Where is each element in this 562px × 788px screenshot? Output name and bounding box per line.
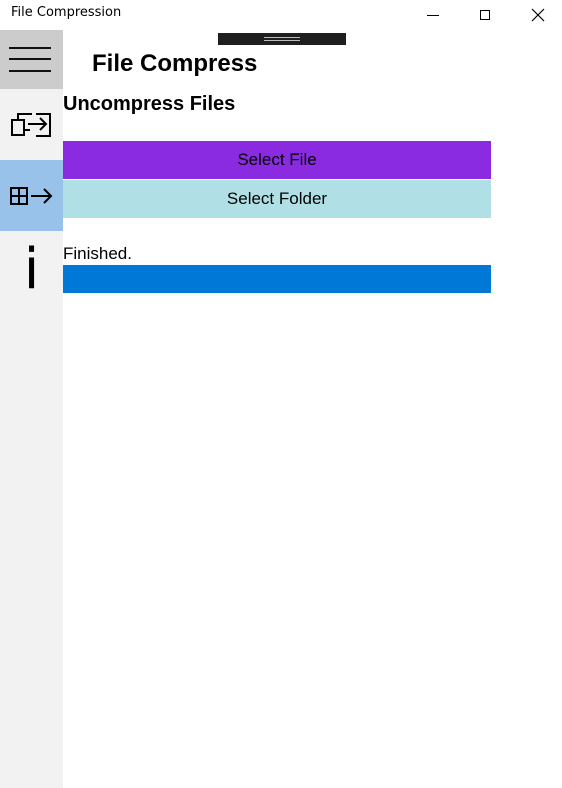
- minimize-button[interactable]: [408, 0, 458, 30]
- menu-icon-line: [9, 70, 51, 72]
- sidebar-item-info[interactable]: i: [0, 231, 63, 302]
- maximize-button[interactable]: [460, 0, 510, 30]
- grip-icon: [264, 37, 300, 38]
- hamburger-menu-button[interactable]: [0, 30, 63, 89]
- sidebar-item-uncompress[interactable]: [0, 160, 63, 231]
- maximize-icon: [480, 10, 490, 20]
- sidebar: i: [0, 30, 63, 788]
- status-text: Finished.: [63, 244, 132, 263]
- window-title: File Compression: [11, 5, 122, 20]
- select-file-button[interactable]: Select File: [63, 141, 491, 179]
- info-icon: i: [23, 236, 40, 302]
- sidebar-item-compress[interactable]: [0, 89, 63, 160]
- progress-bar: [63, 265, 491, 293]
- drag-handle[interactable]: [218, 33, 346, 45]
- title-bar[interactable]: File Compression: [0, 0, 562, 30]
- select-folder-button[interactable]: Select Folder: [63, 180, 491, 218]
- progress-fill: [63, 265, 491, 293]
- compress-icon: [10, 112, 51, 137]
- close-button[interactable]: [513, 0, 562, 30]
- menu-icon-line: [9, 58, 51, 60]
- grip-icon-line: [264, 40, 300, 41]
- minimize-icon: [427, 14, 439, 16]
- app-title: File Compress: [92, 50, 258, 77]
- close-icon: [531, 8, 545, 22]
- page-title: Uncompress Files: [63, 93, 236, 115]
- menu-icon: [9, 47, 51, 49]
- uncompress-icon: [9, 186, 52, 205]
